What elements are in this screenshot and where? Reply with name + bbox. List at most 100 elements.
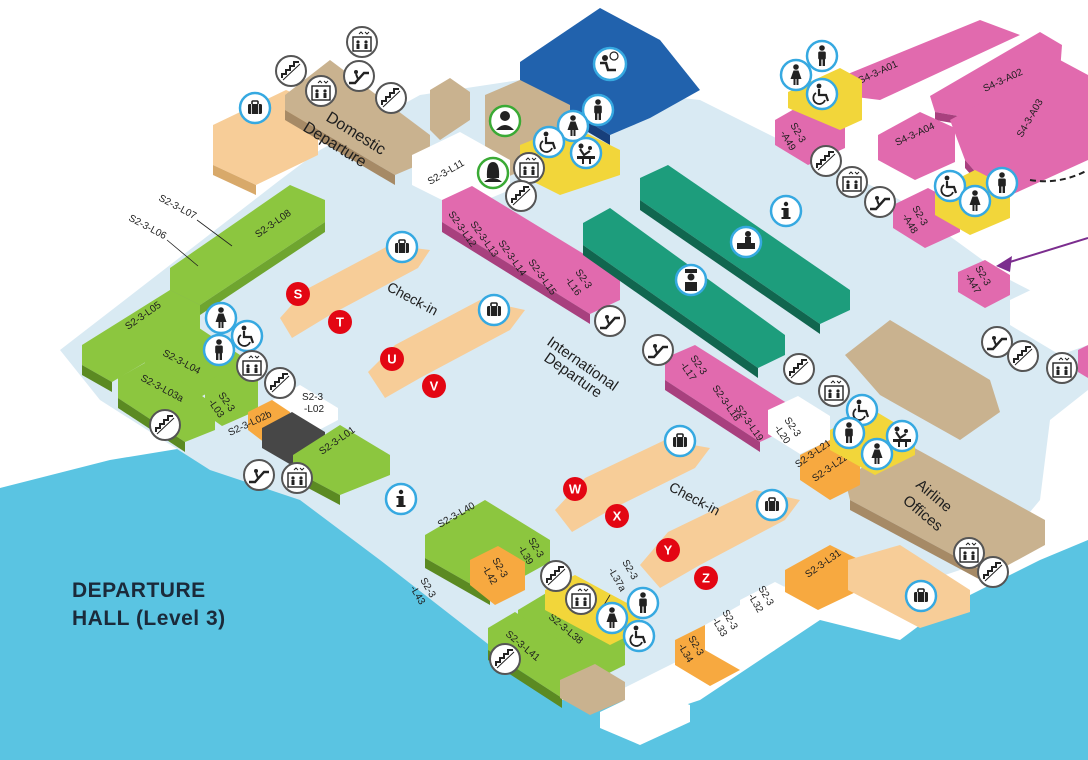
unit-l41 [488, 612, 590, 698]
icon-lift-central[interactable] [513, 152, 545, 184]
retail-row-l12-l16 [442, 186, 620, 314]
icon-female-toilet-north-east[interactable] [779, 58, 813, 92]
icon-lift-l20[interactable] [818, 375, 850, 407]
checkin-row-y[interactable]: Y [656, 538, 680, 562]
icon-female-toilet-south[interactable] [595, 601, 629, 635]
icon-accessible-toilet-west[interactable] [230, 319, 264, 353]
checkin-row-u[interactable]: U [380, 347, 404, 371]
checkin-row-badge [656, 538, 680, 562]
icon-female-service[interactable] [476, 156, 510, 190]
icon-information-west[interactable] [384, 482, 418, 516]
icon-male-toilet-a48[interactable] [985, 166, 1019, 200]
unit-l32 [740, 582, 810, 645]
icon-escalator-l16[interactable] [594, 305, 626, 337]
icon-stairs-west-2[interactable] [149, 409, 181, 441]
icon-stairs-south-west[interactable] [489, 643, 521, 675]
unit-l20 [768, 396, 830, 454]
icon-male-toilet-west[interactable] [202, 333, 236, 367]
icon-passport-control[interactable] [729, 225, 763, 259]
icon-lift-south-east[interactable] [953, 537, 985, 569]
icon-stairs-south-east[interactable] [977, 556, 1009, 588]
checkin-row-t[interactable]: T [328, 310, 352, 334]
unit-a03 [950, 60, 1088, 200]
icon-accessible-toilet-central[interactable] [532, 125, 566, 159]
icon-luggage-domestic[interactable] [238, 91, 272, 125]
checkin-area-st [280, 245, 430, 338]
icon-female-toilet-east[interactable] [860, 437, 894, 471]
passport-control-icon [737, 243, 755, 249]
icon-lift-west-2[interactable] [281, 462, 313, 494]
checkin-row-letter: Y [664, 543, 673, 558]
checkin-row-v[interactable]: V [422, 374, 446, 398]
icon-luggage-checkin-y[interactable] [755, 488, 789, 522]
icon-accessible-toilet-a48[interactable] [933, 169, 967, 203]
icon-luggage-south-east[interactable] [904, 579, 938, 613]
icon-escalator-west[interactable] [243, 459, 275, 491]
checkin-row-z[interactable]: Z [694, 566, 718, 590]
checkin-row-badge [563, 477, 587, 501]
unit-l31 [785, 545, 860, 610]
icon-stairs-west-1[interactable] [264, 367, 296, 399]
map-title-line-1: DEPARTURE [72, 579, 206, 602]
south-white-block [600, 688, 690, 745]
icon-baby-care-central[interactable] [569, 136, 603, 170]
checkin-row-w[interactable]: W [563, 477, 587, 501]
icon-luggage-checkin-w[interactable] [663, 424, 697, 458]
checkin-row-letter: X [613, 509, 622, 524]
icon-stairs-north-east[interactable] [810, 145, 842, 177]
water-area-west [0, 440, 640, 760]
icon-luggage-checkin-u[interactable] [477, 293, 511, 327]
icon-male-toilet-south[interactable] [626, 586, 660, 620]
icon-male-toilet-north-east[interactable] [805, 39, 839, 73]
checkin-row-x[interactable]: X [605, 504, 629, 528]
icon-customs-officer[interactable] [674, 263, 708, 297]
icon-accessible-toilet-south[interactable] [622, 619, 656, 653]
icon-male-service[interactable] [488, 104, 522, 138]
icon-stairs-central[interactable] [505, 180, 537, 212]
icon-male-toilet-central[interactable] [581, 93, 615, 127]
icon-female-toilet-central[interactable] [556, 109, 590, 143]
route-line [999, 237, 1088, 266]
icon-stairs-domestic-1[interactable] [275, 55, 307, 87]
customs-officer-icon [685, 269, 697, 273]
icon-stairs-domestic-2[interactable] [375, 82, 407, 114]
icon-stairs-l20[interactable] [783, 353, 815, 385]
unit-l02-label-2: -L02 [304, 404, 324, 415]
icon-male-toilet-east[interactable] [832, 416, 866, 450]
checkin-row-badge [286, 282, 310, 306]
female-service-icon [486, 162, 500, 178]
icon-information-north-east[interactable] [769, 194, 803, 228]
icon-waiting-area[interactable] [592, 46, 628, 82]
checkin-area-wx [555, 440, 710, 532]
icon-lift-east[interactable] [1046, 352, 1078, 384]
water-area-east [600, 540, 1088, 760]
icon-luggage-checkin-s[interactable] [385, 230, 419, 264]
icon-lift-domestic-1[interactable] [346, 26, 378, 58]
checkin-row-badge [328, 310, 352, 334]
icon-baby-care-east[interactable] [885, 419, 919, 453]
unit-l38 [518, 592, 625, 680]
icon-lift-domestic-2[interactable] [305, 75, 337, 107]
icon-escalator-domestic[interactable] [343, 60, 375, 92]
checkin-row-letter: W [569, 482, 582, 497]
retail-row-l17-l19 [665, 345, 790, 442]
checkin-row-s[interactable]: S [286, 282, 310, 306]
icon-escalator-l17[interactable] [642, 334, 674, 366]
icon-stairs-east[interactable] [1007, 340, 1039, 372]
checkin-row-letter: T [336, 315, 344, 330]
icon-lift-west[interactable] [236, 350, 268, 382]
icon-accessible-toilet-north-east[interactable] [805, 77, 839, 111]
icon-lift-south[interactable] [565, 583, 597, 615]
icon-female-toilet-a48[interactable] [958, 184, 992, 218]
icon-escalator-east[interactable] [981, 326, 1013, 358]
clock-icon [609, 51, 619, 61]
icon-escalator-north-east[interactable] [864, 186, 896, 218]
checkin-row-letter: V [430, 379, 439, 394]
walkway-dashed-line [1029, 169, 1088, 183]
icon-female-toilet-west[interactable] [204, 301, 238, 335]
icon-stairs-l40[interactable] [540, 560, 572, 592]
unit-l11 [412, 132, 510, 210]
unit-a02 [930, 32, 1062, 118]
icon-lift-north-east[interactable] [836, 166, 868, 198]
